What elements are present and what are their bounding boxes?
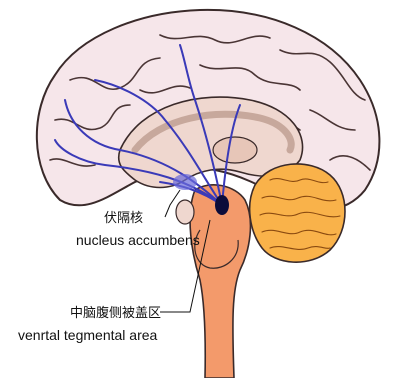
nucleus-accumbens-region [173,174,197,190]
vta-label-en: venrtal tegmental area [18,327,158,343]
cerebellum [250,164,345,262]
vta-label-cn: 中脑腹侧被盖区 [70,305,161,321]
pituitary [176,200,194,224]
thalamus [213,137,257,163]
vta-region [215,195,229,215]
nucleus-accumbens-label-cn: 伏隔核 [104,211,143,226]
nucleus-accumbens-label-en: nucleus accumbens [76,232,200,248]
